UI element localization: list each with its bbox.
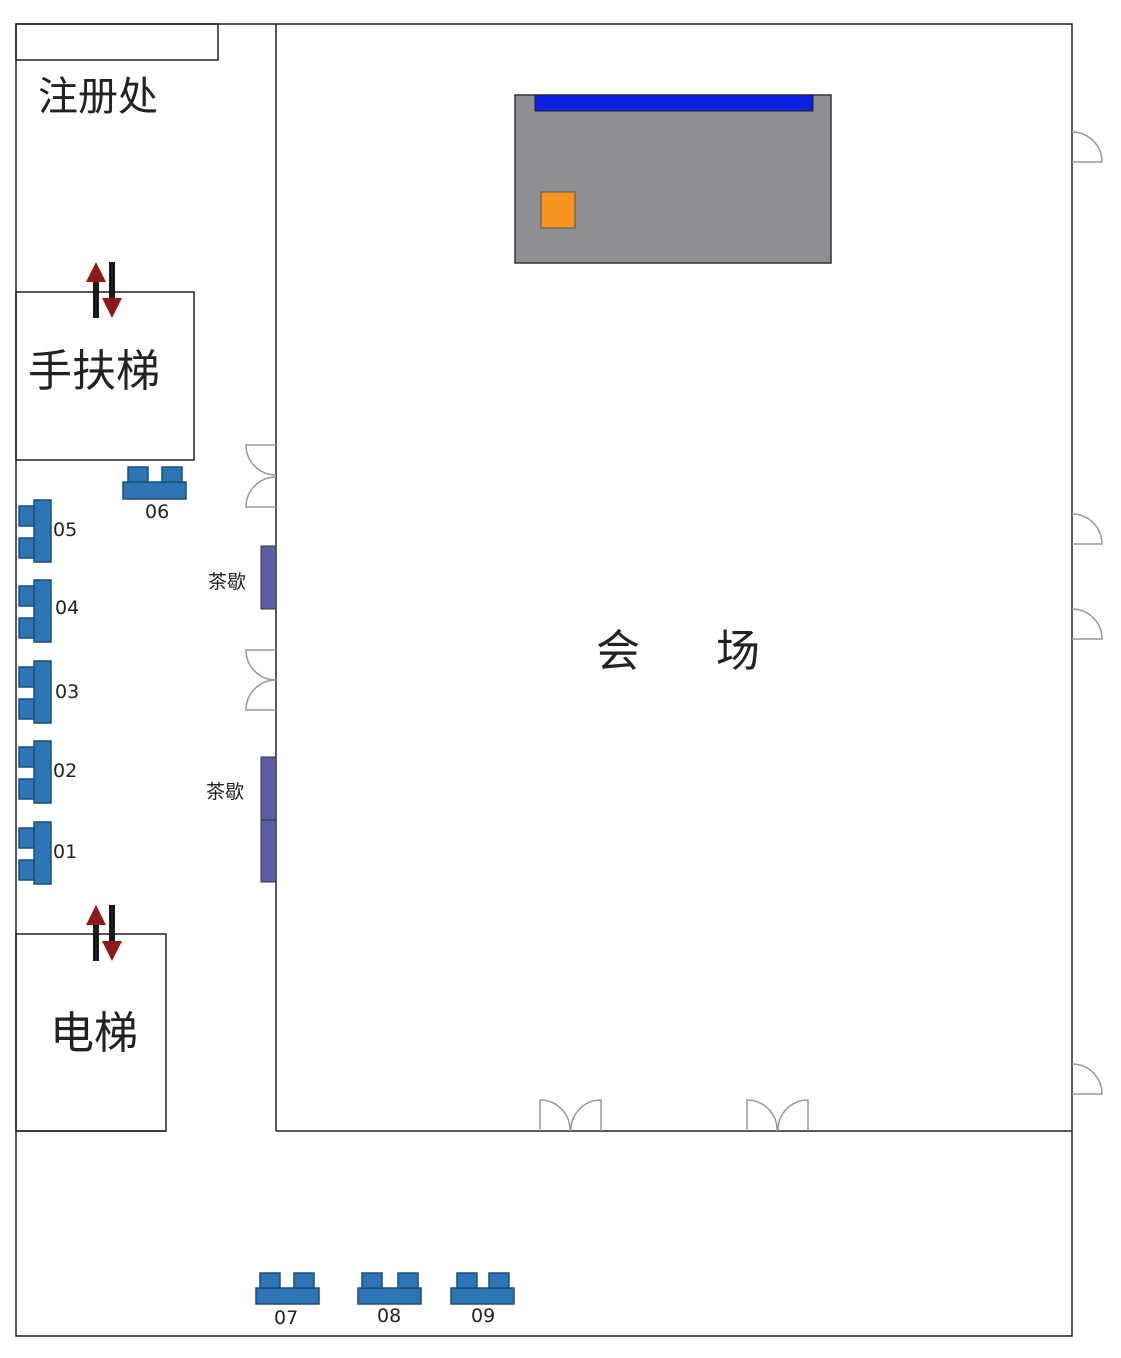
booth-02: 02 xyxy=(18,740,77,804)
booth-label: 01 xyxy=(53,841,77,863)
booth-01: 01 xyxy=(18,821,77,885)
booth-label: 04 xyxy=(55,597,79,619)
door-icon xyxy=(245,444,277,508)
booth-07: 07 xyxy=(255,1272,320,1329)
venue-label-right: 场 xyxy=(716,626,760,677)
booth-label: 09 xyxy=(471,1305,495,1327)
door-icon xyxy=(746,1099,809,1132)
tea-break-label: 茶歇 xyxy=(206,781,244,803)
registration-desk-outline xyxy=(15,23,219,61)
tea-break-label: 茶歇 xyxy=(208,571,246,593)
booth-label: 02 xyxy=(53,760,77,782)
booth-label: 06 xyxy=(145,501,169,523)
escalator-label: 手扶梯 xyxy=(28,346,160,397)
elevator-room xyxy=(15,933,167,1132)
registration-label: 注册处 xyxy=(38,74,158,120)
booth-label: 07 xyxy=(274,1307,298,1329)
tea-table xyxy=(260,756,277,821)
booth-04: 04 xyxy=(18,579,79,643)
door-icon xyxy=(1071,608,1103,640)
tea-table xyxy=(260,545,277,610)
up-down-arrow-icon xyxy=(86,905,122,961)
escalator-room xyxy=(15,291,195,461)
booth-05: 05 xyxy=(18,499,77,563)
elevator-label: 电梯 xyxy=(50,1008,138,1059)
door-icon xyxy=(539,1099,602,1132)
booth-label: 03 xyxy=(55,681,79,703)
door-icon xyxy=(1071,131,1103,163)
booth-label: 08 xyxy=(377,1305,401,1327)
up-down-arrow-icon xyxy=(86,262,122,318)
booth-06: 06 xyxy=(122,466,187,523)
door-icon xyxy=(1071,513,1103,545)
booth-08: 08 xyxy=(357,1272,422,1327)
door-icon xyxy=(1071,1063,1103,1095)
stage xyxy=(514,94,832,264)
tea-table xyxy=(260,819,277,883)
booth-09: 09 xyxy=(450,1272,515,1327)
outer-wall xyxy=(15,23,1073,1337)
venue-label-left: 会 xyxy=(596,626,640,677)
door-icon xyxy=(245,649,277,711)
screen xyxy=(534,94,814,112)
booth-03: 03 xyxy=(18,660,79,724)
podium xyxy=(540,191,576,229)
booth-label: 05 xyxy=(53,519,77,541)
